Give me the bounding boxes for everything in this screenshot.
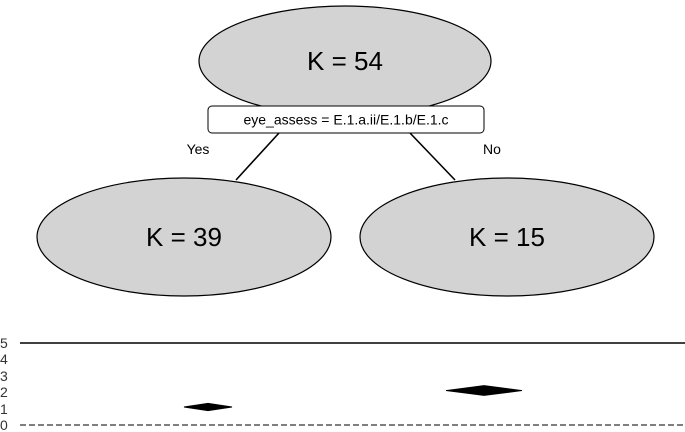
edge-label-yes: Yes: [187, 141, 210, 157]
edge-label-no: No: [483, 141, 501, 157]
split-label-box: [207, 105, 485, 134]
right-node-ellipse: [359, 177, 655, 297]
distribution-strip: 5 4 3 2 1 0: [0, 335, 685, 432]
right-node-distribution: [445, 385, 523, 396]
split-label: eye_assess = E.1.a.ii/E.1.b/E.1.c: [243, 112, 448, 128]
right-node: K = 15: [359, 177, 655, 297]
tick-label: 1: [0, 401, 8, 417]
tick-label: 2: [0, 384, 8, 400]
left-node-ellipse: [36, 177, 332, 297]
edge-no: [409, 132, 456, 181]
left-node-distribution: [183, 402, 233, 412]
root-node: K = 54: [198, 5, 492, 117]
edge-yes: [235, 132, 280, 181]
left-node-label: K = 39: [146, 222, 222, 252]
split-condition: eye_assess = E.1.a.ii/E.1.b/E.1.c: [207, 105, 485, 134]
tick-label: 4: [0, 351, 8, 367]
root-node-label: K = 54: [307, 46, 383, 76]
right-node-label: K = 15: [469, 222, 545, 252]
tick-label: 0: [0, 417, 8, 432]
tick-label: 5: [0, 335, 8, 351]
left-node: K = 39: [36, 177, 332, 297]
tick-label: 3: [0, 368, 8, 384]
